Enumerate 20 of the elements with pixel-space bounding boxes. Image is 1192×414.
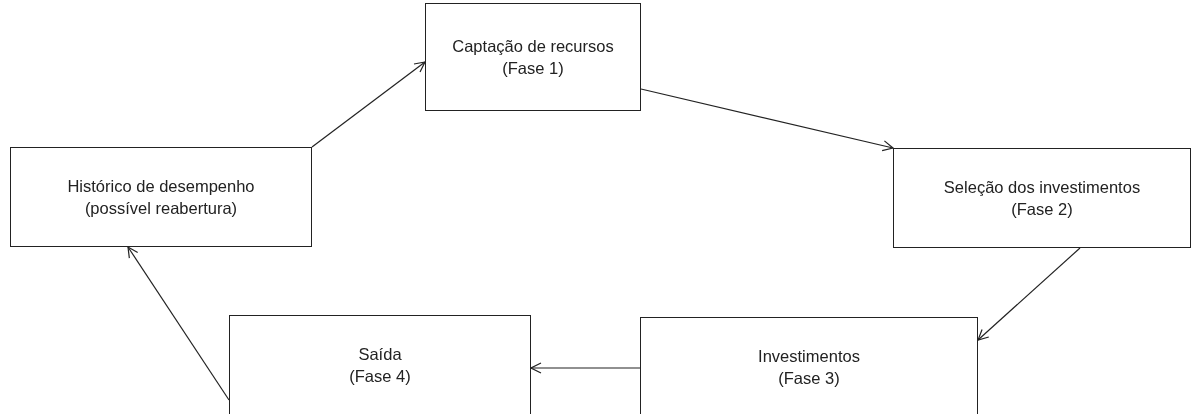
arrow [127, 246, 230, 401]
box-subtitle: (Fase 4) [349, 366, 411, 387]
arrow [530, 362, 641, 374]
box-title: Saída [358, 344, 402, 365]
box-subtitle: (Fase 2) [1011, 199, 1073, 220]
box-subtitle: (possível reabertura) [84, 198, 238, 219]
arrow [311, 61, 426, 148]
arrow [640, 88, 894, 152]
box-subtitle: (Fase 1) [502, 58, 564, 79]
box-title: Histórico de desempenho [67, 176, 255, 197]
process-box [229, 315, 531, 414]
process-box [10, 147, 312, 247]
process-box [893, 148, 1191, 248]
process-box [425, 3, 641, 111]
box-title: Captação de recursos [452, 36, 614, 57]
box-title: Investimentos [758, 346, 860, 367]
process-box [640, 317, 978, 414]
arrow [977, 247, 1081, 341]
box-title: Seleção dos investimentos [943, 177, 1141, 198]
box-subtitle: (Fase 3) [778, 368, 840, 389]
